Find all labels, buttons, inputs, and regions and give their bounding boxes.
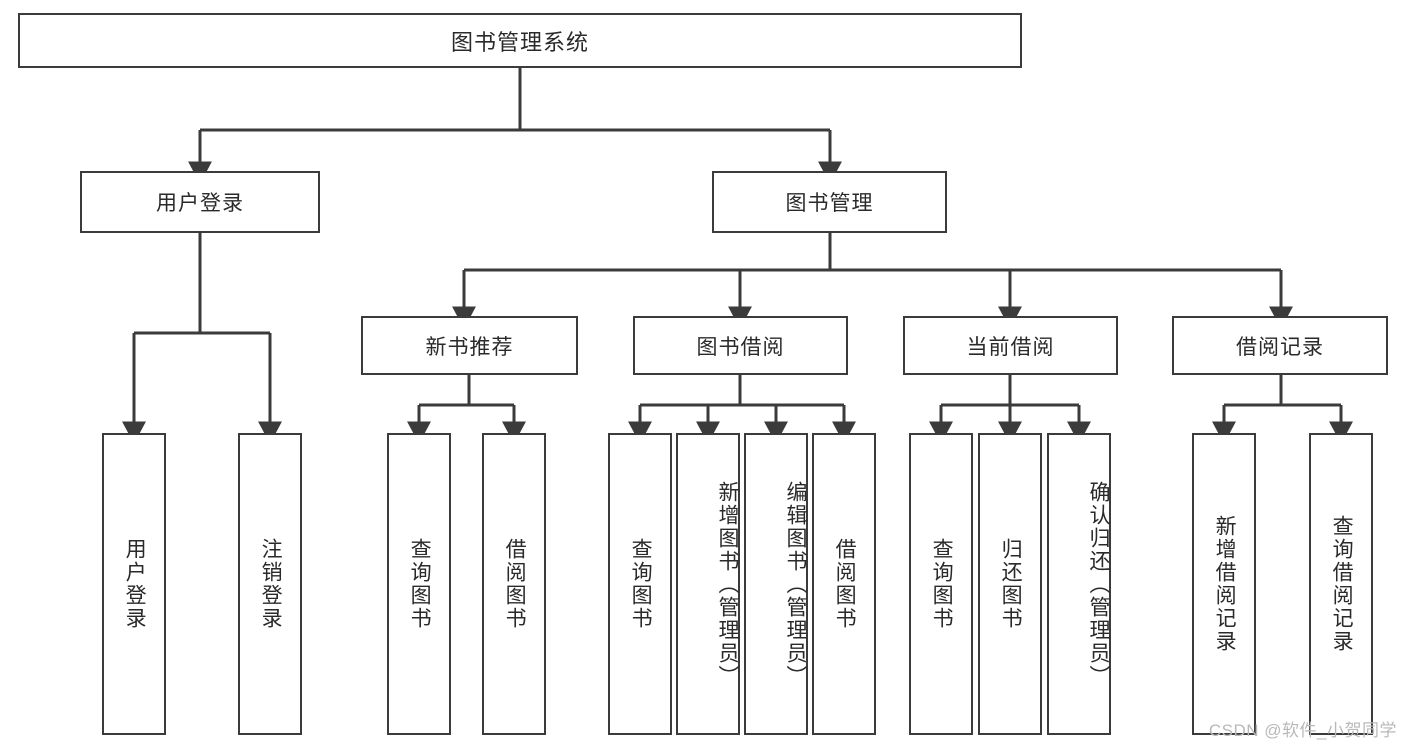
node-book-borrow[interactable]: 图书借阅 xyxy=(633,316,848,375)
node-new-book-recommend[interactable]: 新书推荐 xyxy=(361,316,578,375)
csdn-watermark: CSDN @软件_小贺同学 xyxy=(1208,721,1397,740)
leaf-user-login[interactable]: 用户登录 xyxy=(102,433,166,735)
leaf-query-book-current[interactable]: 查询图书 xyxy=(909,433,973,735)
leaf-return-book[interactable]: 归还图书 xyxy=(978,433,1042,735)
node-borrow-record[interactable]: 借阅记录 xyxy=(1172,316,1388,375)
leaf-query-borrow-record[interactable]: 查询借阅记录 xyxy=(1309,433,1373,735)
node-book-management[interactable]: 图书管理 xyxy=(712,171,947,233)
leaf-borrow-book[interactable]: 借阅图书 xyxy=(812,433,876,735)
leaf-add-book-admin[interactable]: 新增图书（管理员） xyxy=(676,433,740,735)
node-root-system[interactable]: 图书管理系统 xyxy=(18,13,1022,68)
leaf-borrow-book-recommend[interactable]: 借阅图书 xyxy=(482,433,546,735)
node-current-borrow[interactable]: 当前借阅 xyxy=(903,316,1118,375)
leaf-confirm-return-admin[interactable]: 确认归还（管理员） xyxy=(1047,433,1111,735)
leaf-logout-login[interactable]: 注销登录 xyxy=(238,433,302,735)
leaf-add-borrow-record[interactable]: 新增借阅记录 xyxy=(1192,433,1256,735)
leaf-query-book-borrow[interactable]: 查询图书 xyxy=(608,433,672,735)
leaf-edit-book-admin[interactable]: 编辑图书（管理员） xyxy=(744,433,808,735)
node-user-login[interactable]: 用户登录 xyxy=(80,171,320,233)
leaf-query-book-recommend[interactable]: 查询图书 xyxy=(387,433,451,735)
